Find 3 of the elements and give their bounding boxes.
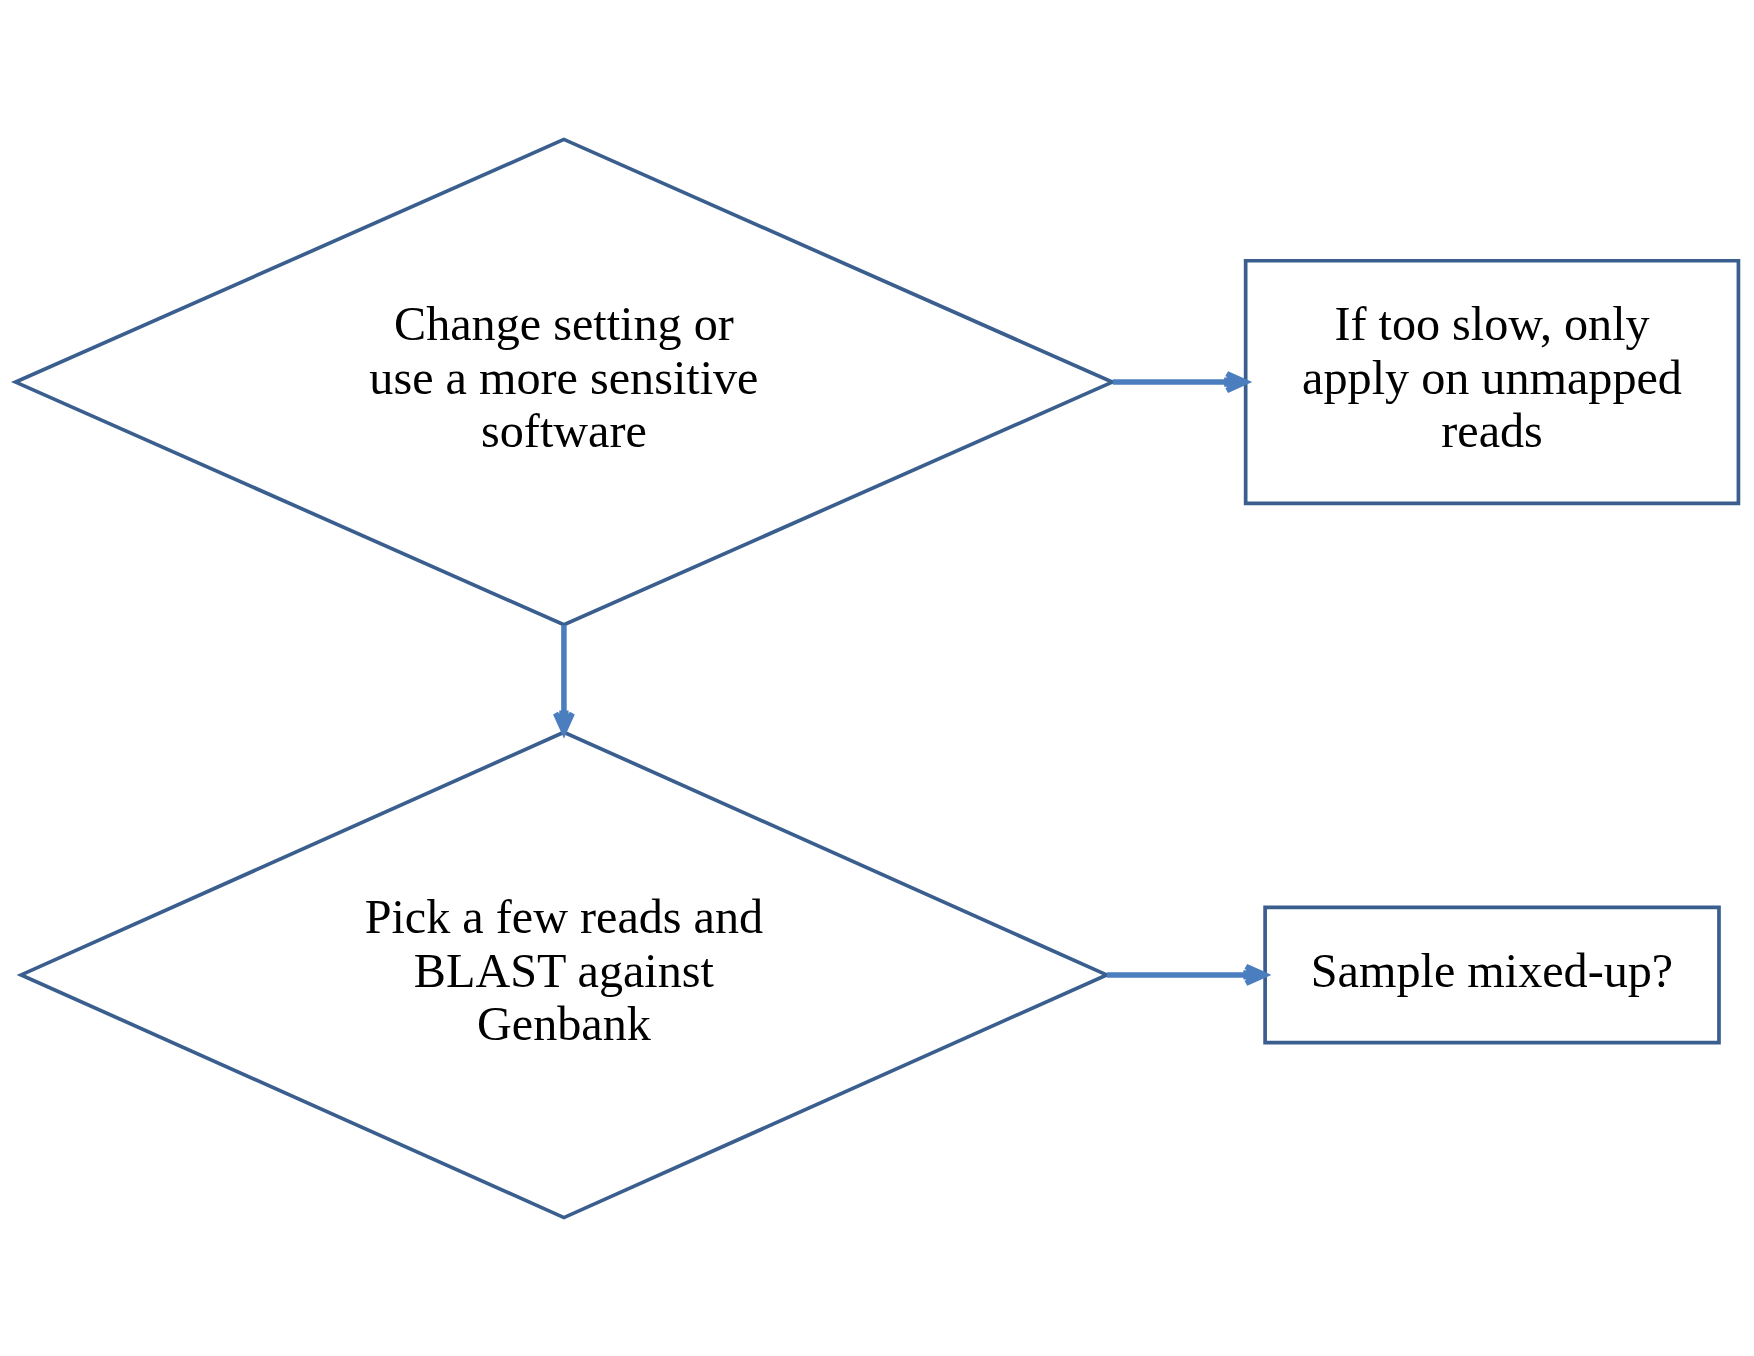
node-box: Sample mixed-up? [1263,904,1721,1044]
arrow [1112,370,1249,393]
node-box: If too slow, only apply on unmapped reads [1243,258,1741,505]
